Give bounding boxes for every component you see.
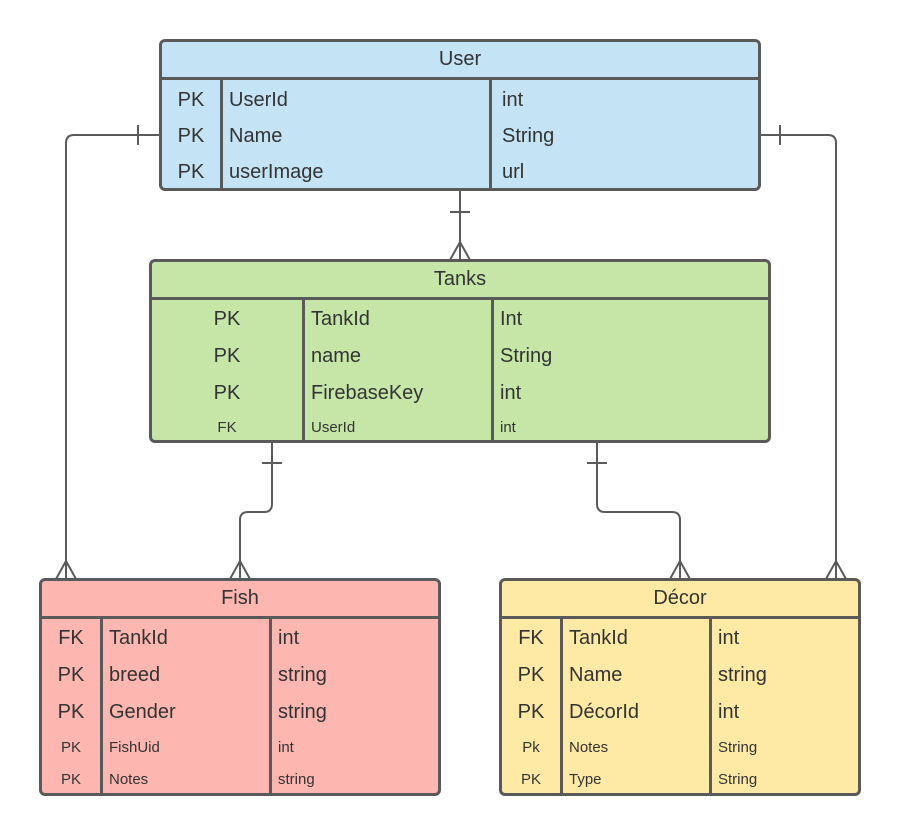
- entity-decor[interactable]: Décor FK TankId int PK Name string PK Dé…: [499, 578, 861, 796]
- field-name: Notes: [569, 738, 609, 756]
- field-type: int: [502, 88, 524, 111]
- field-name: userImage: [229, 160, 324, 183]
- field-name: Gender: [109, 701, 176, 723]
- relationship-tanks-decor: [596, 442, 681, 579]
- table-row: FK TankId int: [42, 620, 438, 657]
- field-type: string: [278, 701, 327, 723]
- field-name: FishUid: [109, 738, 160, 756]
- many-marker-user-fish: [55, 558, 77, 580]
- key-label: PK: [213, 382, 241, 404]
- table-row: PK userImage url: [162, 154, 758, 188]
- field-name: name: [311, 345, 362, 367]
- field-type: string: [278, 664, 327, 686]
- field-name: DécorId: [569, 701, 640, 723]
- key-label: PK: [57, 664, 85, 686]
- many-marker-user-tanks: [449, 239, 471, 261]
- key-label: PK: [213, 308, 241, 330]
- key-label: FK: [518, 627, 544, 649]
- entity-title-user: User: [162, 42, 758, 80]
- table-row: PK breed string: [42, 657, 438, 694]
- key-label: PK: [213, 345, 241, 367]
- many-marker-tanks-fish: [229, 558, 251, 580]
- field-name: UserId: [229, 88, 288, 111]
- key-label: Pk: [522, 738, 540, 756]
- field-type: String: [718, 738, 758, 756]
- field-name: TankId: [311, 308, 370, 330]
- field-name: breed: [109, 664, 161, 686]
- field-name: TankId: [569, 627, 628, 649]
- entity-fish[interactable]: Fish FK TankId int PK breed string PK Ge…: [39, 578, 441, 796]
- field-name: Name: [229, 124, 283, 147]
- entity-user[interactable]: User PK UserId int PK Name String PK use…: [159, 39, 761, 191]
- key-label: PK: [60, 738, 81, 756]
- field-name: FirebaseKey: [311, 382, 424, 404]
- entity-tanks[interactable]: Tanks PK TankId Int PK name String PK Fi…: [149, 259, 771, 443]
- key-label: FK: [58, 627, 84, 649]
- table-row: Pk Notes String: [502, 731, 858, 763]
- key-label: PK: [177, 124, 205, 147]
- table-row: PK UserId int: [162, 82, 758, 118]
- field-type: int: [278, 738, 294, 756]
- relationship-tanks-fish: [239, 442, 273, 579]
- key-label: PK: [57, 701, 85, 723]
- field-name: Type: [569, 770, 602, 788]
- table-row: PK FishUid int: [42, 731, 438, 763]
- table-row: PK Name string: [502, 657, 858, 694]
- field-type: String: [718, 770, 758, 788]
- field-type: string: [278, 770, 315, 788]
- key-label: FK: [217, 418, 237, 436]
- relationship-user-fish: [65, 134, 160, 579]
- table-row: PK TankId Int: [152, 301, 768, 338]
- field-type: url: [502, 160, 525, 183]
- table-row: PK Notes string: [42, 763, 438, 793]
- table-row: PK name String: [152, 338, 768, 375]
- key-label: PK: [177, 88, 205, 111]
- table-row: PK Name String: [162, 118, 758, 154]
- key-label: PK: [177, 160, 205, 183]
- key-label: PK: [517, 664, 545, 686]
- key-label: PK: [60, 770, 81, 788]
- field-type: int: [278, 627, 300, 649]
- relationship-user-decor: [760, 134, 837, 579]
- field-type: string: [718, 664, 767, 686]
- entity-title-tanks: Tanks: [152, 262, 768, 300]
- field-type: String: [502, 124, 555, 147]
- field-name: Name: [569, 664, 623, 686]
- table-row: PK FirebaseKey int: [152, 375, 768, 412]
- many-marker-user-decor: [825, 558, 847, 580]
- key-label: PK: [517, 701, 545, 723]
- table-row: PK Type String: [502, 763, 858, 793]
- table-row: FK UserId int: [152, 412, 768, 440]
- key-label: PK: [520, 770, 541, 788]
- entity-title-decor: Décor: [502, 581, 858, 619]
- table-row: FK TankId int: [502, 620, 858, 657]
- field-type: int: [500, 382, 522, 404]
- field-type: int: [718, 701, 740, 723]
- entity-title-fish: Fish: [42, 581, 438, 619]
- field-name: TankId: [109, 627, 168, 649]
- many-marker-tanks-decor: [669, 558, 691, 580]
- field-type: int: [500, 418, 516, 436]
- field-type: String: [500, 345, 553, 367]
- field-type: int: [718, 627, 740, 649]
- table-row: PK Gender string: [42, 694, 438, 731]
- field-name: Notes: [109, 770, 149, 788]
- field-name: UserId: [311, 418, 356, 436]
- field-type: Int: [500, 308, 523, 330]
- table-row: PK DécorId int: [502, 694, 858, 731]
